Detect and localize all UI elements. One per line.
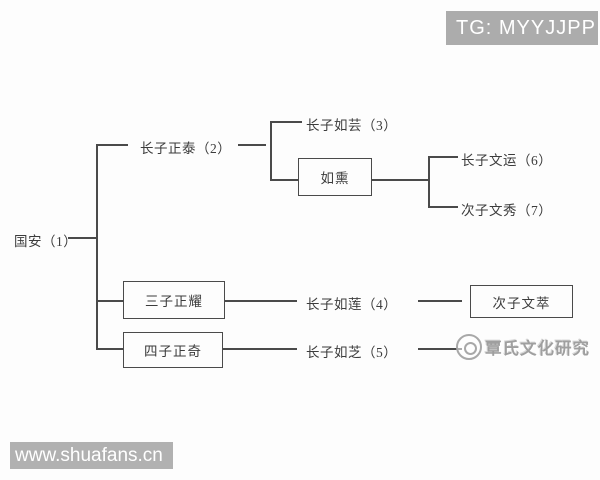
connector-line xyxy=(223,348,297,350)
node-guoan: 国安（1） xyxy=(14,234,78,249)
node-zhengqi-box: 四子正奇 xyxy=(123,332,223,368)
tg-badge: TG: MYYJJPP xyxy=(446,11,598,45)
connector-line xyxy=(428,156,458,158)
connector-line xyxy=(418,348,462,350)
node-ruyun: 长子如芸（3） xyxy=(306,118,398,133)
node-wenxiu: 次子文秀（7） xyxy=(461,203,553,218)
connector-line xyxy=(96,144,98,350)
node-wencui-box: 次子文萃 xyxy=(470,285,573,318)
connector-line xyxy=(270,121,302,123)
camera-logo-icon xyxy=(456,334,482,360)
site-badge: www.shuafans.cn xyxy=(10,442,173,469)
node-rulian: 长子如莲（4） xyxy=(306,297,398,312)
connector-line xyxy=(270,121,272,181)
node-zhengyao-box: 三子正耀 xyxy=(123,281,225,319)
watermark: 覃氏文化研究 xyxy=(456,334,590,360)
node-ruxun-box: 如熏 xyxy=(298,158,372,196)
connector-line xyxy=(372,179,428,181)
node-wenyun: 长子文运（6） xyxy=(461,153,553,168)
connector-line xyxy=(96,144,128,146)
connector-line xyxy=(428,156,430,208)
connector-line xyxy=(225,300,297,302)
node-ruzhi: 长子如芝（5） xyxy=(306,345,398,360)
watermark-text: 覃氏文化研究 xyxy=(485,339,590,358)
connector-line xyxy=(270,179,298,181)
connector-line xyxy=(238,144,266,146)
connector-line xyxy=(428,206,458,208)
node-zhengtai: 长子正泰（2） xyxy=(140,141,232,156)
connector-line xyxy=(418,300,462,302)
site-badge-text: www.shuafans.cn xyxy=(15,444,163,466)
connector-line xyxy=(96,348,123,350)
tg-badge-text: TG: MYYJJPP xyxy=(456,16,596,39)
connector-line xyxy=(68,237,96,239)
connector-line xyxy=(96,300,123,302)
